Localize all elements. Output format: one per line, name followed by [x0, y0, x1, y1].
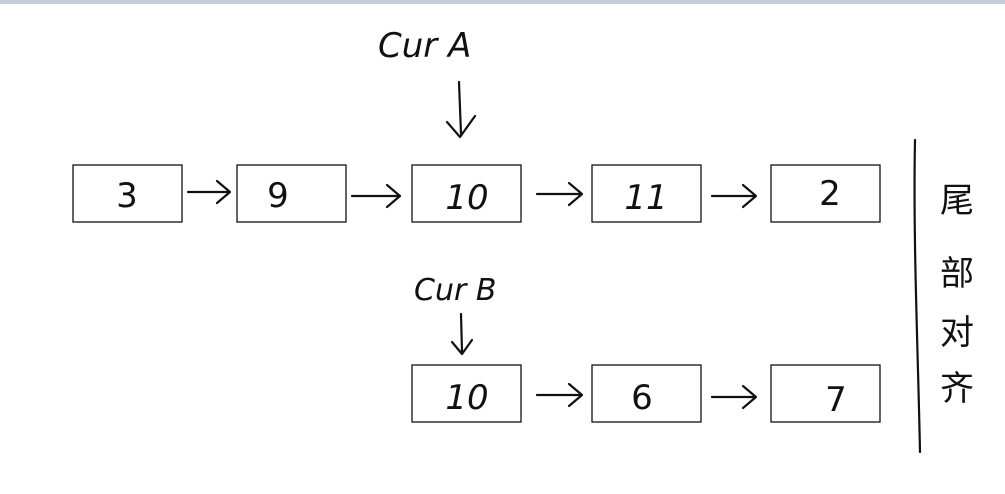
cur-a-label: Cur A	[378, 26, 471, 66]
node-box	[591, 164, 702, 223]
node-box	[770, 164, 881, 223]
list-a-node: 10	[411, 164, 522, 223]
cur-b-label: Cur B	[414, 273, 496, 308]
node-box	[72, 164, 183, 223]
side-note-char: 对	[940, 313, 974, 353]
arrow-right	[535, 382, 584, 408]
list-a-node: 9	[236, 164, 347, 223]
node-value: 10	[445, 378, 488, 418]
arrow-right	[186, 179, 232, 205]
cur-a-arrow	[445, 80, 477, 139]
list-b-node: 7	[770, 364, 881, 423]
node-box	[770, 364, 881, 423]
list-b-node: 10	[411, 364, 522, 423]
list-a-node: 2	[770, 164, 881, 223]
node-value: 11	[624, 178, 667, 218]
vertical-divider	[913, 138, 922, 454]
node-box	[411, 364, 522, 423]
side-note: 尾 部 对 齐	[940, 181, 974, 409]
side-note-char: 部	[940, 254, 974, 294]
top-border	[0, 0, 1005, 4]
list-a-node: 11	[591, 164, 702, 223]
node-box	[591, 364, 702, 423]
list-a: 3 9 10 11 2	[72, 164, 881, 223]
list-b-node: 6	[591, 364, 702, 423]
side-note-char: 尾	[940, 181, 974, 221]
node-value: 2	[819, 174, 841, 214]
arrow-right	[710, 384, 758, 410]
list-a-node: 3	[72, 164, 183, 223]
side-note-char: 齐	[940, 369, 974, 409]
node-value: 7	[825, 380, 847, 420]
arrow-right	[535, 181, 584, 207]
node-box	[411, 164, 522, 223]
arrow-right	[710, 183, 758, 209]
node-value: 9	[267, 176, 289, 216]
list-b: 10 6 7	[411, 364, 881, 423]
node-value: 10	[445, 178, 488, 218]
node-box	[236, 164, 347, 223]
arrow-right	[350, 183, 402, 209]
cur-b-arrow	[450, 312, 474, 356]
node-value: 6	[631, 378, 653, 418]
node-value: 3	[116, 176, 138, 216]
